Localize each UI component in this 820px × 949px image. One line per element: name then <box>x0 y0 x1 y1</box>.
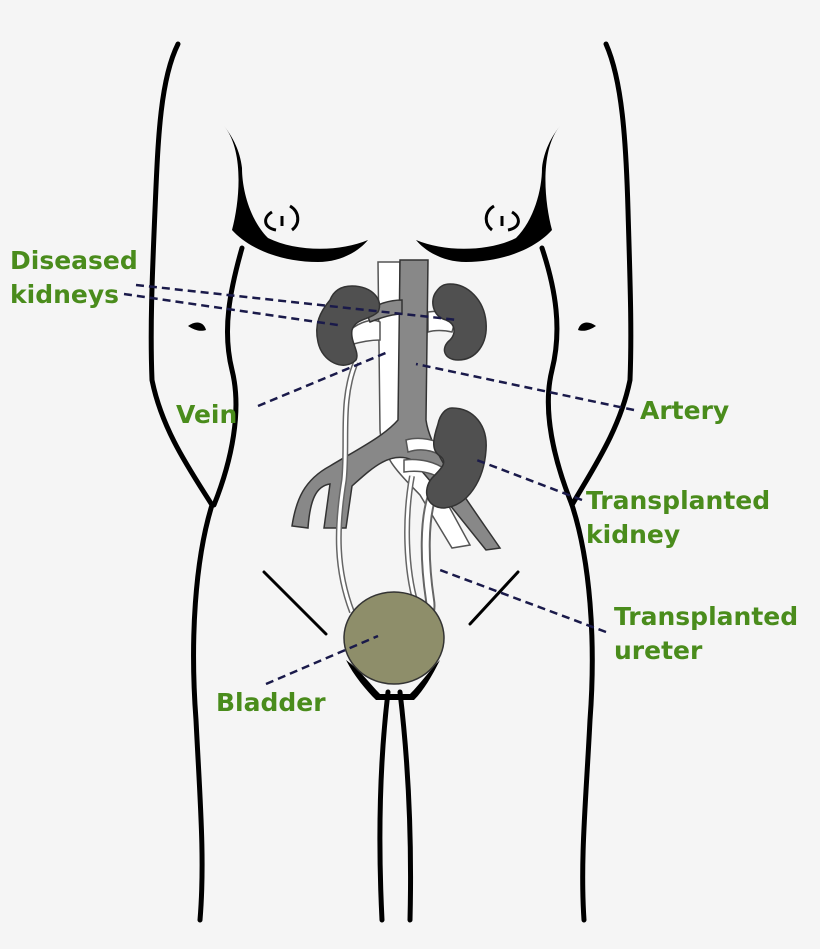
left-chest-fold <box>224 126 368 262</box>
right-diseased-kidney <box>432 283 487 361</box>
right-nipple-icon <box>484 204 520 232</box>
leader-bladder <box>265 634 379 686</box>
right-elbow-mark <box>578 322 596 331</box>
left-inner-leg <box>377 689 391 923</box>
label-transplanted-kidney: Transplanted kidney <box>586 484 770 552</box>
left-body-contour <box>148 41 215 923</box>
label-transplanted-ureter: Transplanted ureter <box>614 600 798 668</box>
right-chest-fold <box>416 126 560 262</box>
right-hip-crease <box>468 570 520 626</box>
body-outline <box>148 41 634 923</box>
diseased-ureter-right-inner <box>405 475 418 605</box>
leader-transplanted-ureter <box>439 568 607 634</box>
label-transplanted-ureter-line2: ureter <box>614 636 703 665</box>
bladder-shape <box>343 591 445 685</box>
left-nipple-icon <box>264 204 300 232</box>
label-transplanted-kidney-line1: Transplanted <box>586 486 771 515</box>
right-body-contour <box>569 41 634 923</box>
pelvic-floor <box>346 660 440 700</box>
leader-vein <box>257 350 389 408</box>
label-bladder: Bladder <box>216 688 326 717</box>
leader-lines <box>123 283 635 686</box>
chest <box>188 126 596 331</box>
leader-artery <box>415 362 635 412</box>
transplanted-kidney-shape <box>425 407 487 509</box>
leader-transplanted-kidney <box>473 457 583 502</box>
label-vein: Vein <box>176 400 238 429</box>
leader-diseased-kidneys-left <box>123 292 339 327</box>
label-transplanted-kidney-line2: kidney <box>586 520 681 549</box>
label-transplanted-ureter-line1: Transplanted <box>614 602 799 631</box>
bladder-group <box>343 591 445 700</box>
label-diseased-kidneys: Diseased kidneys <box>10 244 138 312</box>
right-arm-inner <box>539 245 575 508</box>
left-elbow-mark <box>188 322 206 331</box>
right-inner-leg <box>397 689 414 923</box>
label-artery: Artery <box>640 396 730 425</box>
left-hip-crease <box>262 570 328 636</box>
diseased-ureter-left-inner <box>337 361 358 613</box>
label-diseased-kidneys-line1: Diseased <box>10 246 138 275</box>
left-arm-inner <box>211 245 245 508</box>
label-diseased-kidneys-line2: kidneys <box>10 280 120 309</box>
leader-diseased-kidneys-right <box>135 283 459 322</box>
